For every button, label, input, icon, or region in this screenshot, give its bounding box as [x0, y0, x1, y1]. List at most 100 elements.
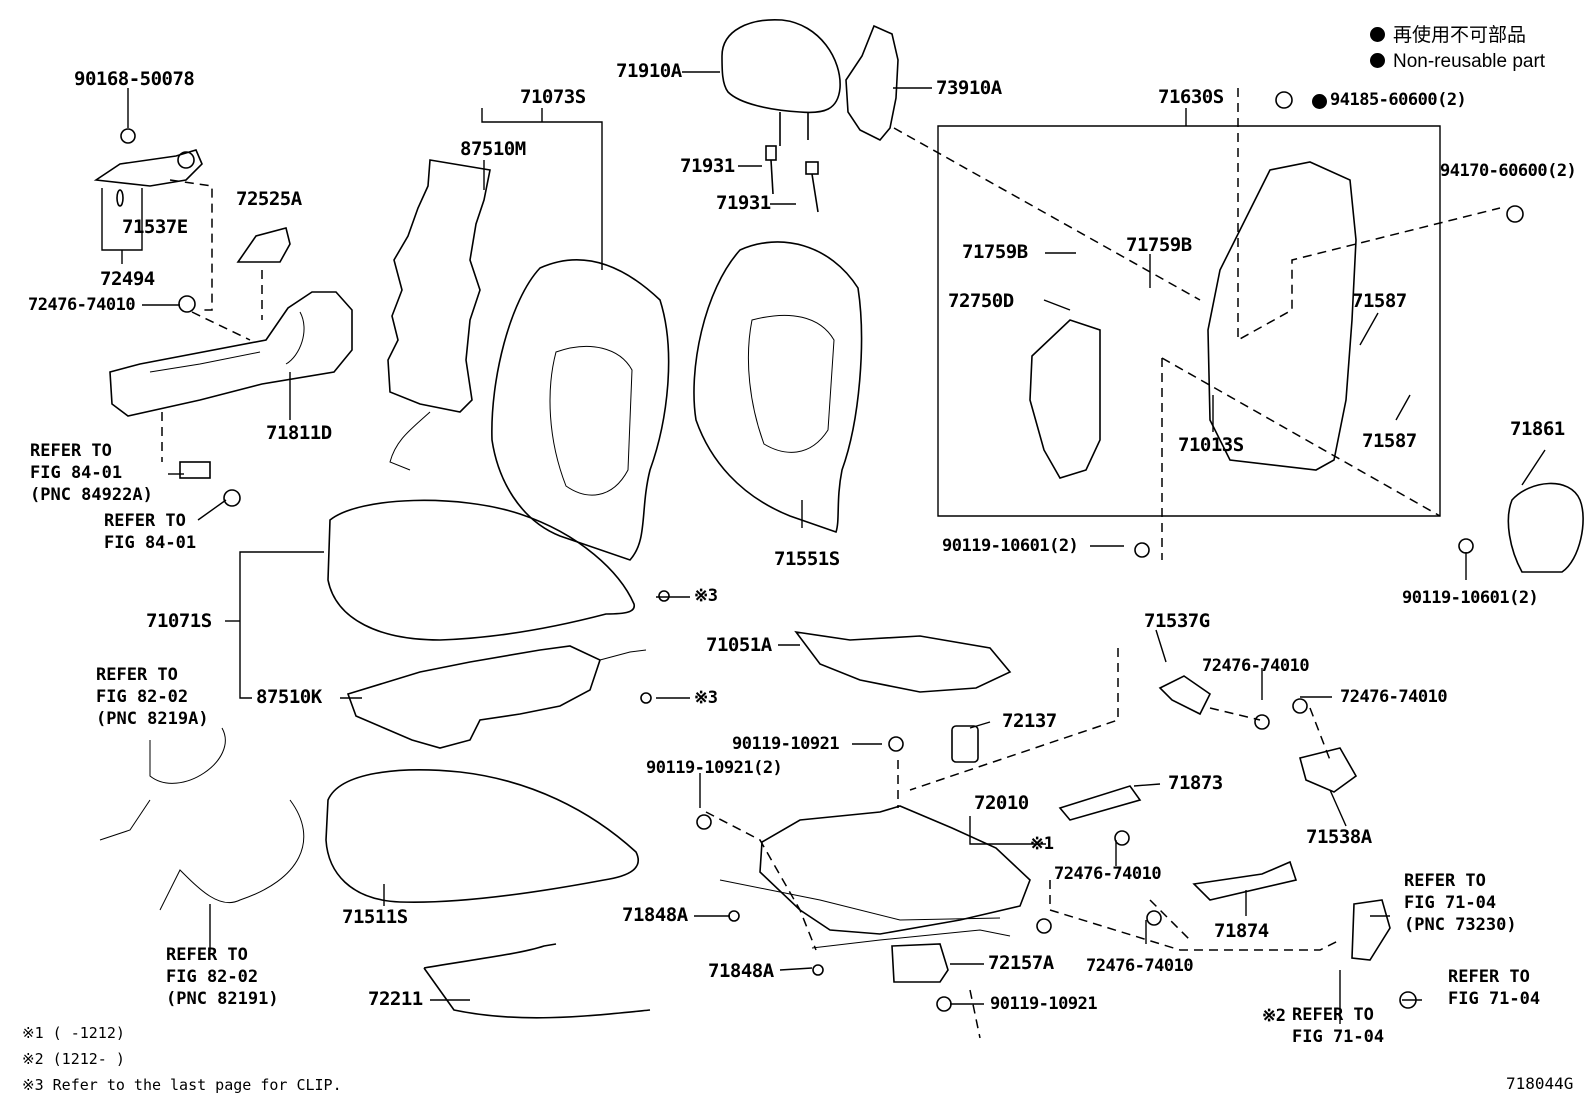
refer-line: (PNC 82191)	[166, 989, 279, 1009]
label-72211: 72211	[368, 988, 423, 1010]
label-73910A: 73910A	[936, 77, 1002, 99]
seatback-cover-71073S	[491, 259, 670, 561]
label-71848A-a: 71848A	[622, 904, 688, 926]
refer-line: FIG 84-01	[104, 533, 197, 553]
label-72476-74010-c: 72476-74010	[1340, 687, 1448, 707]
refer-line: FIG 82-02	[96, 687, 189, 707]
label-71538A: 71538A	[1306, 826, 1372, 848]
lumbar-72750D	[1029, 319, 1101, 479]
label-72494: 72494	[100, 268, 155, 290]
shield-71811D	[109, 291, 353, 417]
cover-71861	[1507, 482, 1584, 573]
label-71013S: 71013S	[1178, 434, 1244, 456]
refer-to-fig-84-01: REFER TO FIG 84-01	[104, 510, 196, 554]
label-71537E: 71537E	[122, 216, 188, 238]
refer-line: FIG 82-02	[166, 967, 259, 987]
label-71931-b: 71931	[716, 192, 771, 214]
bracket-71873	[1058, 785, 1142, 821]
legend-en-text: Non-reusable part	[1393, 51, 1546, 72]
label-72137: 72137	[1002, 710, 1057, 732]
label-71759B-a: 71759B	[962, 241, 1028, 263]
label-87510M: 87510M	[460, 138, 526, 160]
bracket-71874	[1192, 860, 1298, 901]
bracket-71537G	[1158, 675, 1212, 716]
label-71587-a: 71587	[1352, 290, 1407, 312]
refer-line: (PNC 84922A)	[30, 485, 153, 505]
label-90119-10601-a: 90119-10601(2)	[942, 536, 1079, 556]
label-72476-74010-e: 72476-74010	[1086, 956, 1194, 976]
refer-line: FIG 71-04	[1448, 989, 1541, 1009]
cushion-pad-71511S	[325, 769, 639, 904]
note-mark-2: ※2	[1262, 1006, 1286, 1026]
cover-72157A	[891, 943, 949, 983]
label-90119-10921-a: 90119-10921	[732, 734, 840, 754]
heater-wire-a	[389, 411, 431, 471]
refer-line: REFER TO	[1448, 967, 1530, 987]
refer-line: REFER TO	[104, 511, 186, 531]
refer-line: FIG 84-01	[30, 463, 123, 483]
refer-line: REFER TO	[1292, 1005, 1374, 1025]
cushion-cover-71071S	[327, 499, 635, 641]
knob-72137	[951, 725, 979, 763]
refer-line: (PNC 73230)	[1404, 915, 1517, 935]
refer-to-fig-84-01-pnc-84922a: REFER TO FIG 84-01 (PNC 84922A)	[30, 440, 153, 506]
label-71811D: 71811D	[266, 422, 332, 444]
headrest-71910A	[721, 19, 841, 146]
refer-line: REFER TO	[166, 945, 248, 965]
part-72525A	[236, 227, 291, 263]
label-71511S: 71511S	[342, 906, 408, 928]
refer-line: REFER TO	[96, 665, 178, 685]
heater-wire-b	[599, 649, 647, 661]
label-71931-a: 71931	[680, 155, 735, 177]
label-90119-10601-b: 90119-10601(2)	[1402, 588, 1539, 608]
label-72525A: 72525A	[236, 188, 302, 210]
label-72750D: 72750D	[948, 290, 1014, 312]
legend-en: Non-reusable part	[1370, 52, 1545, 71]
label-71873: 71873	[1168, 772, 1223, 794]
pad-87510M	[387, 159, 491, 413]
label-90119-10921-2: 90119-10921(2)	[646, 758, 783, 778]
refer-line: FIG 71-04	[1292, 1027, 1385, 1047]
label-72157A: 72157A	[988, 952, 1054, 974]
refer-to-fig-82-02-pnc-8219a: REFER TO FIG 82-02 (PNC 8219A)	[96, 664, 209, 730]
refer-to-fig-71-04-b: REFER TO FIG 71-04	[1292, 1004, 1384, 1048]
clip-mark-3b: ※3	[694, 688, 718, 708]
non-reusable-dot-icon	[1370, 27, 1385, 42]
bolt-72476-74010-a	[178, 295, 196, 313]
label-71848A-b: 71848A	[708, 960, 774, 982]
diagram-id: 718044G	[1506, 1074, 1574, 1093]
footnote-1: ※1 ( -1212)	[22, 1024, 125, 1042]
label-94185-60600: 94185-60600(2)	[1330, 90, 1467, 110]
non-reusable-dot-icon	[1312, 94, 1327, 109]
refer-to-fig-71-04-a: REFER TO FIG 71-04	[1448, 966, 1540, 1010]
guides-71931	[765, 145, 819, 213]
label-71587-b: 71587	[1362, 430, 1417, 452]
rod-72211	[423, 943, 651, 1019]
note-mark-1: ※1	[1030, 834, 1054, 854]
cover-73910A	[845, 24, 899, 141]
label-71551S: 71551S	[774, 548, 840, 570]
screw-84-01	[223, 489, 241, 507]
buckle-73230	[1351, 899, 1391, 961]
back-frame-71013S	[1207, 161, 1357, 471]
harnesses	[99, 727, 305, 911]
footnote-2: ※2 (1212- )	[22, 1050, 125, 1068]
legend-jp: 再使用不可部品	[1370, 26, 1526, 45]
armrest-72494	[93, 128, 203, 207]
frame-72010	[719, 805, 1031, 949]
label-71910A: 71910A	[616, 60, 682, 82]
legend-jp-text: 再使用不可部品	[1393, 25, 1527, 46]
refer-line: REFER TO	[1404, 871, 1486, 891]
refer-to-fig-71-04-pnc-73230: REFER TO FIG 71-04 (PNC 73230)	[1404, 870, 1517, 936]
seatback-pad-71551S	[693, 241, 863, 534]
fasteners	[640, 91, 1524, 1012]
refer-line: (PNC 8219A)	[96, 709, 209, 729]
heater-sheet-87510K	[346, 645, 601, 749]
label-71537G: 71537G	[1144, 610, 1210, 632]
spring-71051A	[794, 630, 1012, 693]
connector-84922A	[179, 461, 211, 479]
label-71861: 71861	[1510, 418, 1565, 440]
label-94170-60600: 94170-60600(2)	[1440, 161, 1577, 181]
